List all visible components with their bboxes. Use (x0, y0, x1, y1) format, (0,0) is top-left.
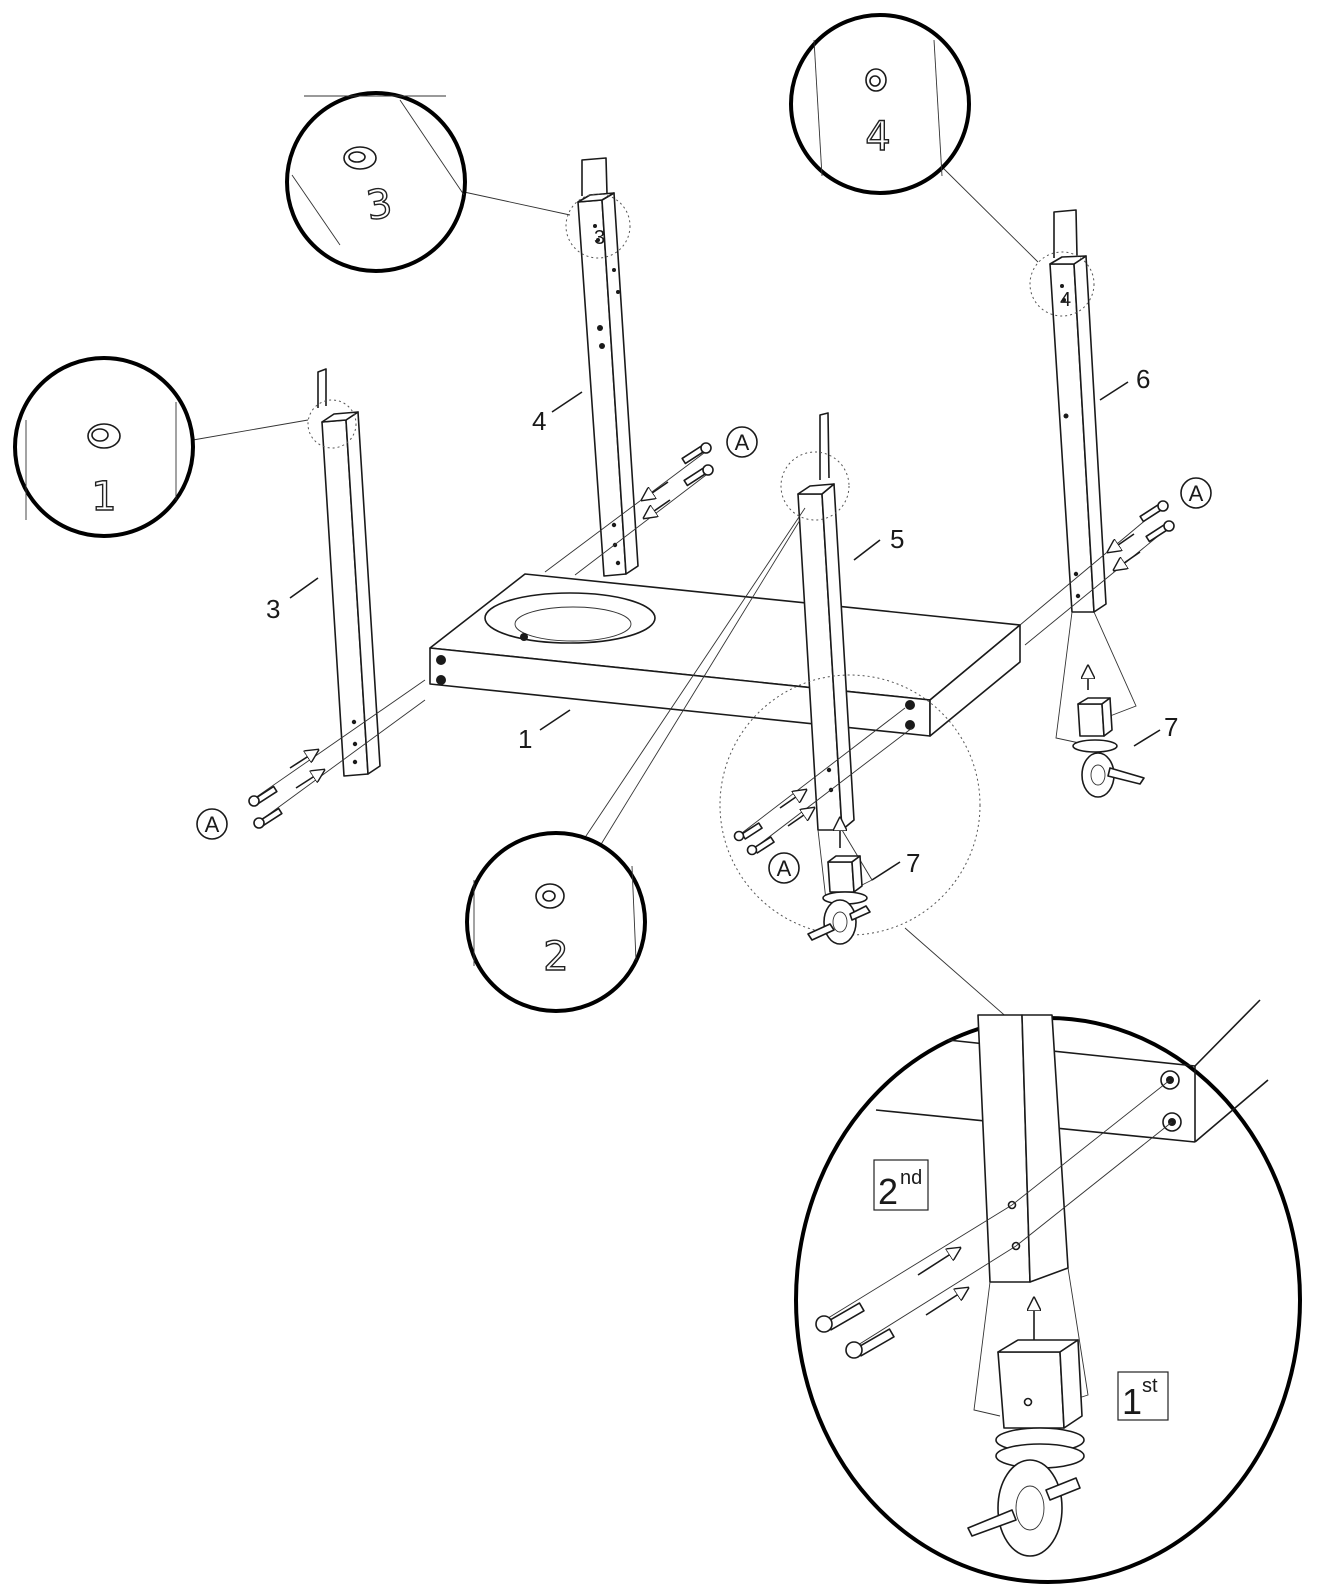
step-box-first: 1 st (1117, 1371, 1169, 1422)
label-frame: 1 (518, 724, 532, 754)
step-second-suffix: nd (900, 1167, 922, 1189)
leg-back-right (1029, 209, 1107, 613)
caster-front (719, 674, 981, 945)
step-first-suffix: st (1142, 1375, 1158, 1397)
marker-a-left: A (196, 808, 228, 840)
label-leg-front-left: 3 (266, 594, 280, 624)
marker-a-left-text: A (205, 812, 220, 837)
label-caster-back: 7 (1164, 712, 1178, 742)
leg-tag-3: 3 (594, 227, 605, 249)
bolts-front-right (733, 707, 913, 856)
label-leg-back-left: 4 (532, 406, 546, 436)
step-box-second: 2 nd (873, 1159, 929, 1212)
leader-lines (192, 164, 1039, 1021)
step-first-number: 1 (1122, 1381, 1142, 1422)
leg-back-left (565, 157, 639, 577)
marker-a-back-right-text: A (1189, 481, 1204, 506)
bolts-left (248, 679, 426, 829)
bolts-back-right (1019, 500, 1175, 646)
detail-ellipse-caster (794, 999, 1302, 1584)
leg-tag-4: 4 (1060, 289, 1071, 311)
marker-a-front-right-text: A (777, 856, 792, 881)
label-leg-front-right: 5 (890, 524, 904, 554)
detail-circle-leg-1: 1 (13, 356, 195, 538)
frame-part (429, 573, 1021, 737)
detail-number-1: 1 (91, 474, 116, 520)
leg-front-left (307, 368, 381, 777)
detail-circle-leg-4: 4 (789, 13, 971, 195)
marker-a-back-right: A (1180, 477, 1212, 509)
marker-a-back-left-text: A (735, 430, 750, 455)
label-leaders (289, 381, 1161, 881)
detail-circle-leg-2: 2 (465, 831, 647, 1013)
marker-a-back-left: A (726, 426, 758, 458)
detail-number-4: 4 (865, 114, 890, 160)
marker-a-front-right: A (768, 852, 800, 884)
bolts-back-left (544, 442, 714, 576)
label-caster-front: 7 (906, 848, 920, 878)
step-second-number: 2 (878, 1171, 898, 1212)
caster-back (1055, 611, 1145, 798)
label-leg-back-right: 6 (1136, 364, 1150, 394)
detail-circle-leg-3: 3 (285, 91, 467, 273)
detail-number-2: 2 (543, 934, 568, 980)
